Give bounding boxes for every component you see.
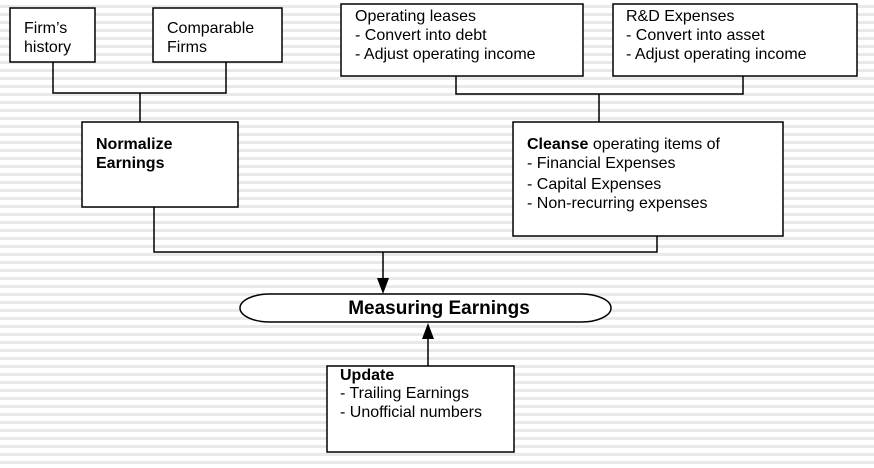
node-measuring-earnings: Measuring Earnings <box>239 293 612 323</box>
node-text: - Convert into debt <box>355 27 487 44</box>
node-text: Normalize <box>96 136 173 153</box>
node-text: Update <box>340 367 394 384</box>
node-text: - Adjust operating income <box>355 46 536 63</box>
cleanse-bold: Cleanse <box>527 136 588 153</box>
node-text: - Non-recurring expenses <box>527 195 708 212</box>
node-text: - Unofficial numbers <box>340 404 482 421</box>
node-text: Cleanse operating items of <box>527 136 721 153</box>
node-text: - Financial Expenses <box>527 155 676 172</box>
connector-lines <box>52 62 744 253</box>
node-update: Update - Trailing Earnings - Unofficial … <box>326 365 515 453</box>
node-rd-expenses: R&D Expenses - Convert into asset - Adju… <box>612 3 858 77</box>
node-text: Comparable <box>167 20 254 37</box>
node-text: history <box>24 39 71 56</box>
node-text: - Capital Expenses <box>527 176 661 193</box>
node-cleanse: Cleanse operating items of - Financial E… <box>512 121 784 237</box>
cleanse-rest: operating items of <box>588 136 720 153</box>
node-text: Firm’s <box>24 20 67 37</box>
arrowhead-up-icon <box>422 323 434 339</box>
node-text: R&D Expenses <box>626 8 735 25</box>
node-text: - Adjust operating income <box>626 46 807 63</box>
node-text: Measuring Earnings <box>348 298 530 319</box>
node-text: - Convert into asset <box>626 27 765 44</box>
node-text: Firms <box>167 39 207 56</box>
node-text: Operating leases <box>355 8 476 25</box>
node-text: Earnings <box>96 155 165 172</box>
node-operating-leases: Operating leases - Convert into debt - A… <box>340 3 584 77</box>
node-firms-history: Firm’s history <box>9 7 96 63</box>
node-comparable-firms: Comparable Firms <box>152 7 283 63</box>
node-text: - Trailing Earnings <box>340 385 469 402</box>
node-normalize-earnings: Normalize Earnings <box>81 121 239 208</box>
arrowhead-down-icon <box>377 278 389 294</box>
